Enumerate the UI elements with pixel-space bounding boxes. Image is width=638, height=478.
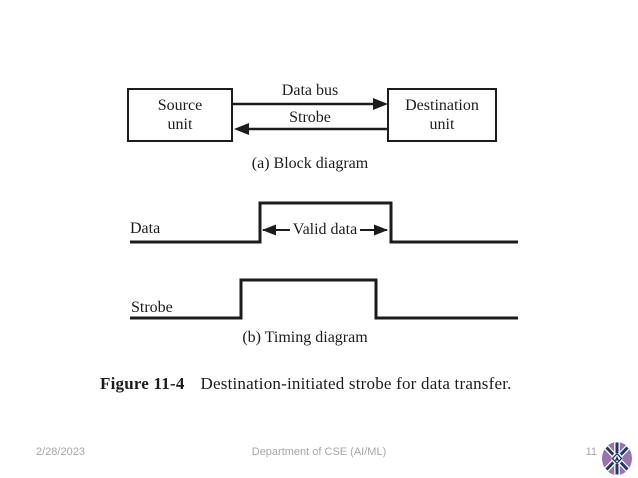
timing-diagram-caption: (b) Timing diagram — [242, 329, 368, 346]
figure-caption-number: Figure 11-4 — [100, 374, 185, 393]
valid-data-label: Valid data — [292, 221, 358, 238]
source-unit-box: Source unit — [127, 88, 233, 142]
strobe-arrow-label: Strobe — [289, 109, 331, 126]
logo-center-diamond — [611, 452, 623, 465]
destination-unit-label-line2: unit — [429, 116, 455, 133]
strobe-waveform — [130, 278, 518, 320]
strobe-signal-label: Strobe — [131, 299, 173, 316]
institution-logo-icon — [602, 441, 632, 476]
data-bus-label: Data bus — [281, 82, 339, 99]
valid-data-left-arrow — [262, 224, 290, 236]
data-signal-label: Data — [130, 220, 161, 237]
valid-data-right-arrow — [360, 224, 388, 236]
figure-caption: Figure 11-4 Destination-initiated strobe … — [100, 374, 512, 394]
source-unit-label-line2: unit — [167, 116, 193, 133]
block-diagram-caption: (a) Block diagram — [251, 155, 369, 172]
figure-caption-text: Destination-initiated strobe for data tr… — [200, 374, 512, 393]
destination-unit-box: Destination unit — [387, 88, 497, 142]
footer-page-number: 11 — [585, 446, 597, 458]
footer-date: 2/28/2023 — [36, 446, 85, 458]
logo-center-mark — [614, 455, 620, 461]
destination-unit-label-line1: Destination — [405, 96, 479, 114]
institution-logo — [601, 441, 633, 476]
footer-department: Department of CSE (AI/ML) — [251, 446, 387, 458]
source-unit-label-line1: Source — [157, 96, 203, 114]
